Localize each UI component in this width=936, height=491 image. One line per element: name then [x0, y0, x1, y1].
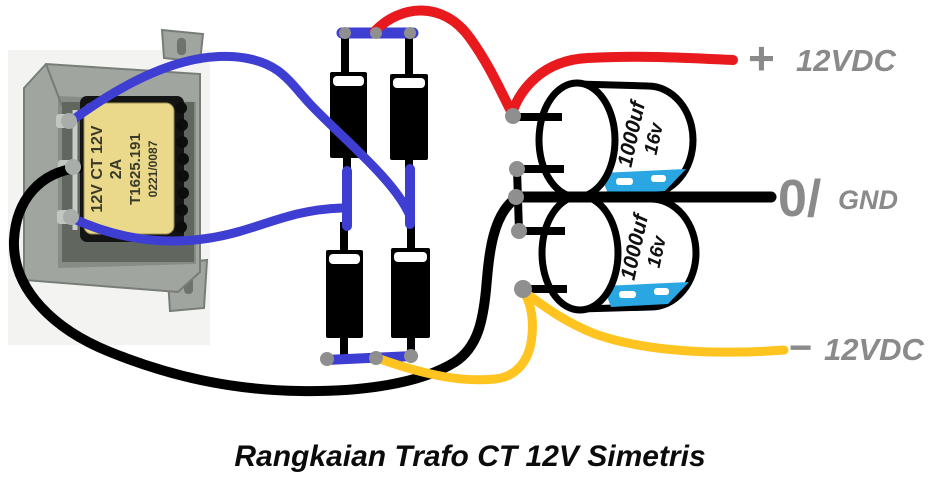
cap-left-face	[535, 79, 619, 201]
solder-joints	[61, 27, 532, 366]
cathode-band	[394, 252, 427, 262]
terminal-blob-ct	[65, 159, 81, 175]
ground-label: GND	[838, 185, 898, 215]
cathode-band	[333, 76, 364, 86]
stripe-dash	[616, 178, 633, 185]
plus-sign: +	[748, 32, 775, 84]
wire-secondary-bottom	[67, 203, 347, 246]
wire-negative-rail	[518, 286, 789, 357]
diode-3	[326, 250, 363, 338]
label-line-serial: 0221/0087	[146, 140, 160, 197]
diode-4	[391, 248, 430, 338]
rail-label-positive: + 12VDC	[748, 32, 897, 84]
negative-voltage-label: 12VDC	[824, 332, 925, 367]
wire-center-tap-ground	[8, 163, 521, 397]
label-line-current: 2A	[108, 158, 125, 179]
zero-slash-sign: 0/	[778, 170, 821, 228]
cathode-band	[329, 254, 360, 264]
transformer: 12V CT 12V 2A T1625.191 0221/0087	[23, 28, 209, 313]
diagram-title: Rangkaian Trafo CT 12V Simetris	[234, 440, 705, 473]
transformer-label-text: 12V CT 12V 2A T1625.191 0221/0087	[89, 125, 160, 212]
bobbin-coil-bumps	[175, 102, 189, 233]
label-line-model: T1625.191	[127, 133, 144, 205]
positive-voltage-label: 12VDC	[796, 43, 897, 78]
capacitor-2: 1000uf 16v	[519, 192, 700, 314]
ear-slot	[177, 38, 186, 55]
stripe-dash	[619, 291, 636, 298]
cap-negative-stripe	[603, 282, 689, 307]
capacitor-1: 1000uf 16v	[513, 79, 697, 201]
cathode-band	[393, 78, 425, 88]
joint-negative	[514, 280, 532, 298]
terminal-blob-top	[61, 113, 77, 129]
minus-sign: −	[789, 326, 812, 370]
joint-positive	[505, 108, 521, 124]
label-line-ratings: 12V CT 12V	[89, 125, 106, 212]
wire-negative-in	[372, 286, 537, 385]
wire-secondary-top	[65, 51, 415, 221]
terminal-blob-bottom	[63, 209, 79, 225]
bracket-fold-line	[45, 63, 63, 107]
stripe-dash	[654, 288, 669, 295]
stripe-dash	[651, 175, 666, 182]
joint-ground	[508, 189, 524, 205]
diode-2	[390, 74, 428, 160]
cap-negative-stripe	[600, 169, 686, 194]
rail-label-negative: − 12VDC	[789, 326, 925, 370]
rail-label-ground: 0/ GND	[778, 170, 898, 228]
diode-bridge	[321, 27, 430, 365]
